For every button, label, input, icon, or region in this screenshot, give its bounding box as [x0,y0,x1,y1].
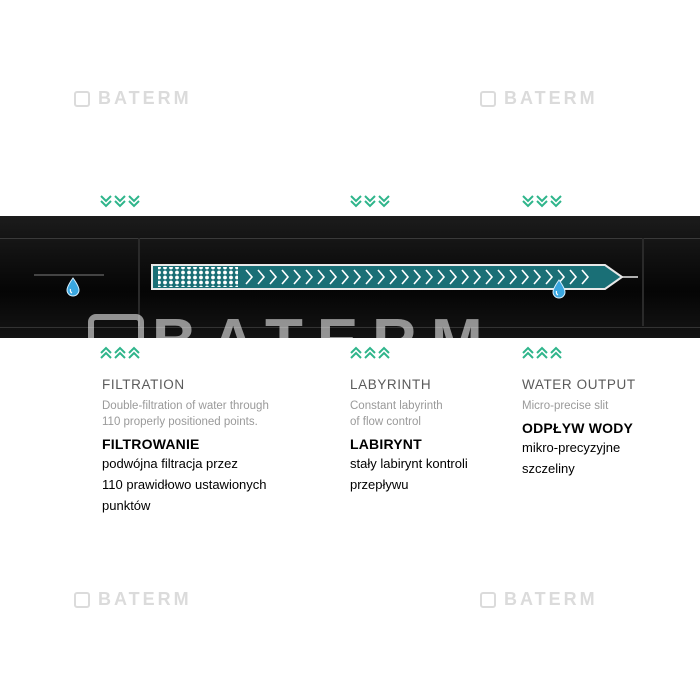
watermark-text: BATERM [98,589,192,609]
section-labyrinth: LABYRINTH Constant labyrinth of flow con… [350,377,510,495]
baterm-logo-icon [74,591,90,608]
chevron-up-icon [114,346,126,359]
pl-title: ODPŁYW WODY [522,420,634,436]
output-chevrons-up [522,346,562,360]
en-title: FILTRATION [102,377,185,392]
en-description: Double-filtration of water through 110 p… [102,400,269,428]
chevron-down-icon [550,195,562,208]
watermark-text: BATERM [98,88,192,108]
pipe-left-segment [0,238,140,326]
chevron-up-icon [378,346,390,359]
labyrinth-chevrons-up [350,346,390,360]
chevron-up-icon [100,346,112,359]
chevron-down-icon [350,195,362,208]
chevron-down-icon [114,195,126,208]
en-title: WATER OUTPUT [522,377,636,392]
labyrinth-chevrons-down [350,194,390,208]
chevron-up-icon [550,346,562,359]
pipe-groove [34,274,104,276]
dripper-emitter [151,264,638,290]
pl-title: LABIRYNT [350,436,422,452]
filter-dots [158,267,238,287]
pl-title: FILTROWANIE [102,436,200,452]
chevron-down-icon [100,195,112,208]
chevron-up-icon [350,346,362,359]
filtration-chevrons-up [100,346,140,360]
chevron-up-icon [536,346,548,359]
filtration-chevrons-down [100,194,140,208]
section-water-output: WATER OUTPUT Micro-precise slit ODPŁYW W… [522,377,692,479]
chevron-down-icon [128,195,140,208]
baterm-logo-icon [74,90,90,107]
baterm-logo-icon [480,90,496,107]
watermark-text: BATERM [504,88,598,108]
watermark-top-left: BATERM [74,88,192,109]
water-drop-icon [66,277,80,297]
watermark-bottom-right: BATERM [480,589,598,610]
chevron-down-icon [522,195,534,208]
en-title: LABYRINTH [350,377,432,392]
watermark-bottom-left: BATERM [74,589,192,610]
water-drop-icon [552,279,566,299]
pipe-right-segment [642,238,700,326]
chevron-up-icon [364,346,376,359]
pl-description: podwójna filtracja przez 110 prawidłowo … [102,456,267,513]
baterm-logo-icon [480,591,496,608]
pl-description: mikro-precyzyjne szczeliny [522,440,621,476]
watermark-top-right: BATERM [480,88,598,109]
watermark-text: BATERM [504,589,598,609]
en-description: Constant labyrinth of flow control [350,400,443,428]
pl-description: stały labirynt kontroli przepływu [350,456,468,492]
output-chevrons-down [522,194,562,208]
section-filtration: FILTRATION Double-filtration of water th… [102,377,332,516]
labyrinth-pattern [245,269,590,285]
chevron-up-icon [522,346,534,359]
chevron-up-icon [128,346,140,359]
chevron-down-icon [364,195,376,208]
chevron-down-icon [536,195,548,208]
chevron-down-icon [378,195,390,208]
en-description: Micro-precise slit [522,400,609,412]
